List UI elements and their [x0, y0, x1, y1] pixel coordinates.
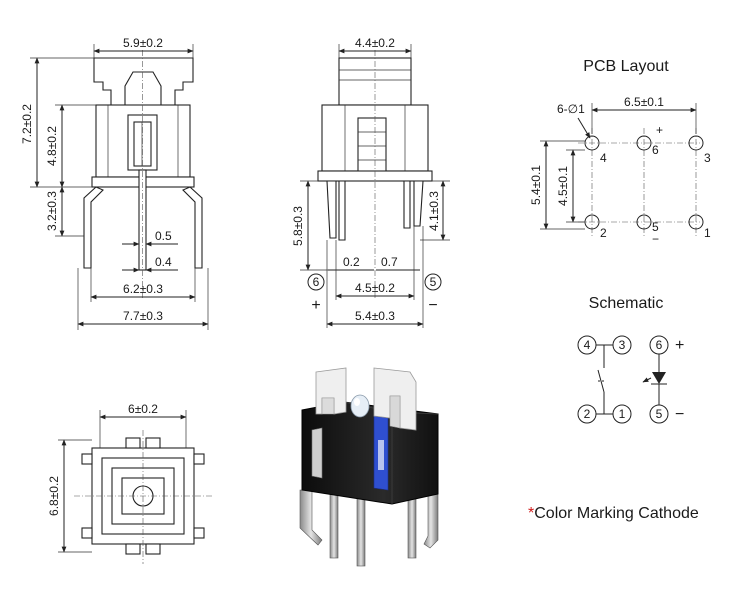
- pcb-pin-6-label: 6: [652, 143, 659, 157]
- pcb-pin-2-label: 2: [600, 226, 607, 240]
- front-lead-span-dim: 6.2±0.3: [123, 282, 163, 296]
- front-lead-height-dim: 3.2±0.3: [45, 191, 59, 231]
- side-lead-thickness-dim: 0.7: [381, 255, 398, 269]
- schematic-title: Schematic: [589, 295, 664, 312]
- side-top-width-dim: 4.4±0.2: [355, 36, 395, 50]
- photo-lead-center-left: [329, 493, 339, 559]
- front-actuator-outline: [93, 57, 194, 106]
- pcb-layout-title: PCB Layout: [583, 58, 669, 75]
- color-marking-note: *Color Marking Cathode: [528, 505, 699, 523]
- pcb-pitch-x-dim: 6.5±0.1: [624, 95, 664, 109]
- side-inner-span-dim: 4.5±0.2: [355, 281, 395, 295]
- schematic-pin-6-label: 6: [656, 338, 663, 352]
- side-pin-5-label: 5: [430, 275, 437, 289]
- side-lead-width-dim: 0.2: [343, 255, 360, 269]
- schematic-pin-3-label: 3: [619, 338, 626, 352]
- pcb-pin-1-label: 1: [704, 226, 711, 240]
- schematic-led-symbol: [652, 372, 666, 384]
- photo-lead-right: [407, 493, 417, 559]
- schematic: Schematic 4 3 2 1 6 5 + −: [577, 295, 684, 424]
- pcb-pitch-y-outer-dim: 5.4±0.1: [529, 165, 543, 205]
- schematic-switch-contact: [597, 369, 605, 393]
- front-top-width-dim: 5.9±0.2: [123, 36, 163, 50]
- side-left-lead: [326, 180, 337, 239]
- front-overall-width-dim: 7.7±0.3: [123, 309, 163, 323]
- pcb-layout: PCB Layout 4 6 3 2 5 1 + − 6-∅1 6.5±0.1: [529, 58, 711, 246]
- pcb-hole-5: [636, 214, 652, 230]
- pcb-hole-4: [584, 135, 600, 151]
- side-view: 4.4±0.2 5.8±0.3 4.1±0.3 0.2 0.7 6 5 + − …: [291, 36, 450, 328]
- schematic-pin-2-label: 2: [584, 407, 591, 421]
- photo-led-lens: [350, 394, 370, 418]
- front-lead-thickness-dim: 0.4: [155, 255, 172, 269]
- schematic-pin-1-label: 1: [619, 407, 626, 421]
- note-text: Color Marking Cathode: [534, 505, 699, 522]
- front-right-lead: [182, 186, 203, 269]
- bottom-width-dim: 6±0.2: [128, 402, 158, 416]
- side-led-lead-height-dim: 5.8±0.3: [291, 206, 305, 246]
- pcb-hole-6: [636, 135, 652, 151]
- product-photo: [299, 367, 439, 567]
- side-minus-sign: −: [428, 297, 437, 314]
- pcb-pin-5-label: 5: [652, 220, 659, 234]
- pcb-hole-1: [688, 214, 704, 230]
- front-total-height-dim: 7.2±0.2: [20, 104, 34, 144]
- side-pin-6-label: 6: [313, 275, 320, 289]
- side-right-lead: [413, 180, 424, 227]
- pcb-plus-sign: +: [656, 123, 663, 137]
- photo-housing: [301, 401, 439, 505]
- schematic-plus-sign: +: [675, 337, 684, 354]
- front-lead-width-dim: 0.5: [155, 229, 172, 243]
- front-view: 5.9±0.2 7.2±0.2 4.8±0.2 3.2±0.3 0.5 0.4 …: [20, 36, 209, 330]
- pcb-hole-3: [688, 135, 704, 151]
- photo-lead-left: [299, 489, 323, 546]
- pcb-minus-sign: −: [652, 232, 659, 246]
- pcb-pin-4-label: 4: [600, 151, 607, 165]
- front-left-lead: [83, 186, 104, 269]
- bottom-view: 6±0.2 6.8±0.2: [47, 402, 214, 564]
- schematic-pin-5-label: 5: [656, 407, 663, 421]
- bottom-height-dim: 6.8±0.2: [47, 476, 61, 516]
- pcb-hole-dim: 6-∅1: [557, 102, 585, 116]
- note-asterisk: *: [528, 505, 535, 522]
- pcb-pin-3-label: 3: [704, 151, 711, 165]
- side-plus-sign: +: [311, 297, 320, 314]
- side-switch-lead-height-dim: 4.1±0.3: [427, 191, 441, 231]
- pcb-pitch-y-inner-dim: 4.5±0.1: [556, 166, 570, 206]
- photo-lead-center-right: [356, 493, 366, 567]
- schematic-minus-sign: −: [675, 406, 684, 423]
- side-outer-span-dim: 5.4±0.3: [355, 309, 395, 323]
- front-body-height-dim: 4.8±0.2: [45, 126, 59, 166]
- schematic-pin-4-label: 4: [584, 338, 591, 352]
